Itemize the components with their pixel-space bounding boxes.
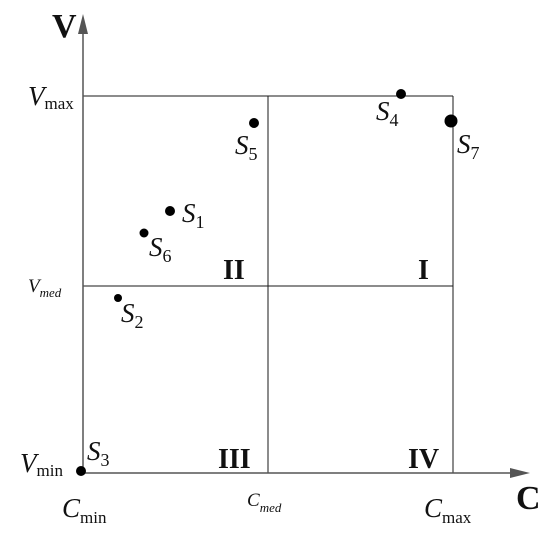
point-s1-dot xyxy=(165,206,175,216)
axes xyxy=(78,14,530,478)
point-s1-label: S1 xyxy=(182,198,205,232)
grid-lines xyxy=(83,95,454,473)
c-max-label: Cmax xyxy=(424,493,472,527)
y-axis-arrow-icon xyxy=(78,14,88,34)
point-s2-dot xyxy=(114,294,122,302)
x-axis-arrow-icon xyxy=(510,468,530,478)
point-s6-label: S6 xyxy=(149,232,172,266)
point-s4-label: S4 xyxy=(376,96,399,130)
quadrant-label-iii: III xyxy=(218,444,251,475)
points xyxy=(76,89,458,476)
point-s3-label: S3 xyxy=(87,436,110,470)
y-axis-letter: V xyxy=(52,8,77,45)
v-med-label: Vmed xyxy=(28,276,62,300)
v-max-label: Vmax xyxy=(28,81,74,113)
point-s3-dot xyxy=(76,466,86,476)
quadrant-label-i: I xyxy=(418,255,429,286)
x-axis-letter: C xyxy=(516,480,541,517)
point-s6-dot xyxy=(139,228,149,238)
point-s5-dot xyxy=(249,118,259,128)
point-s7-label: S7 xyxy=(457,129,480,163)
quadrant-label-ii: II xyxy=(223,255,245,286)
quadrant-label-iv: IV xyxy=(408,444,439,475)
c-min-label: Cmin xyxy=(62,493,107,527)
c-med-label: Cmed xyxy=(247,490,282,515)
v-min-label: Vmin xyxy=(20,448,63,480)
point-s7-dot xyxy=(444,114,458,128)
point-s5-label: S5 xyxy=(235,130,258,164)
point-s2-label: S2 xyxy=(121,298,144,332)
point-s4-dot xyxy=(396,89,406,99)
